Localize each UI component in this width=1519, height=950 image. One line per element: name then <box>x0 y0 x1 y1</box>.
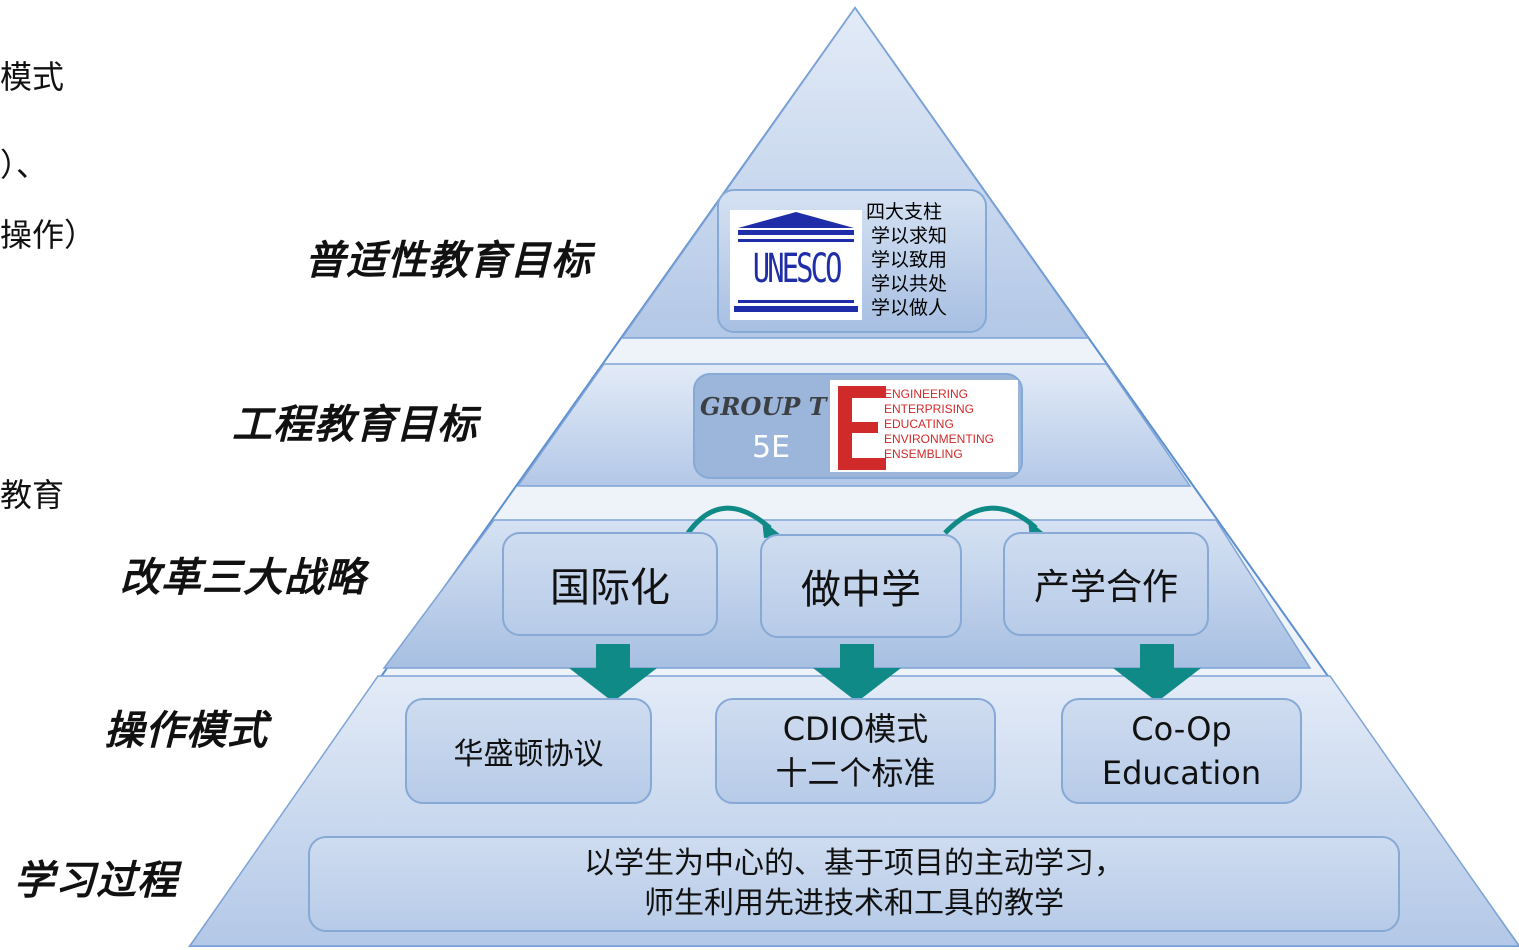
down-arrow-1 <box>569 644 657 702</box>
unesco-pillars: 四大支柱 学以求知 学以致用 学以共处 学以做人 <box>866 200 966 320</box>
group-t-5e-words: ENGINEERING ENTERPRISING EDUCATING ENVIR… <box>884 387 994 462</box>
pillar-item: 学以共处 <box>871 273 948 295</box>
down-arrow-2 <box>813 644 901 702</box>
group-t-5e-label: 5E <box>752 430 791 465</box>
mode-box-co-op: Co-Op Education <box>1061 698 1302 804</box>
large-e-icon <box>838 386 886 470</box>
strategy-label: 产学合作 <box>1033 567 1178 608</box>
unesco-logo: UNESCO <box>730 210 862 320</box>
side-fragment-4: 教育 <box>0 476 65 514</box>
mode-label-line: 十二个标准 <box>775 754 936 792</box>
curved-arrow-1-head <box>762 520 782 538</box>
curved-arrow-1 <box>685 505 772 535</box>
side-fragment-2: ）、 <box>0 146 49 184</box>
5e-word: ENSEMBLING <box>884 447 963 461</box>
mode-box-cdio: CDIO模式 十二个标准 <box>715 698 996 804</box>
5e-word: ENGINEERING <box>884 387 969 401</box>
mode-label-line: CDIO模式 <box>782 710 929 748</box>
side-fragment-3: 操作） <box>0 216 97 254</box>
learning-line: 以学生为中心的、基于项目的主动学习， <box>584 846 1124 881</box>
pillar-item: 学以求知 <box>871 225 948 247</box>
pillars-heading: 四大支柱 <box>866 201 943 223</box>
pillar-item: 学以做人 <box>871 297 948 319</box>
mode-label: 华盛顿协议 <box>453 737 604 772</box>
strategy-box-industry-cooperation: 产学合作 <box>1003 532 1209 636</box>
strategy-label: 国际化 <box>550 565 670 611</box>
5e-word: ENTERPRISING <box>884 402 975 416</box>
strategy-box-internationalization: 国际化 <box>502 532 718 636</box>
pillar-item: 学以致用 <box>871 249 948 271</box>
mode-label-line: Education <box>1101 754 1262 792</box>
level-label-strategies: 改革三大战略 <box>120 555 366 601</box>
curved-arrow-2 <box>943 505 1038 535</box>
unesco-temple-icon <box>734 212 858 312</box>
unesco-wordmark: UNESCO <box>752 246 843 292</box>
mode-box-washington-accord: 华盛顿协议 <box>405 698 652 804</box>
strategy-label: 做中学 <box>801 567 921 613</box>
strategy-box-learning-by-doing: 做中学 <box>760 534 962 638</box>
learning-process-box: 以学生为中心的、基于项目的主动学习， 师生利用先进技术和工具的教学 <box>308 836 1400 932</box>
level-label-general: 普适性教育目标 <box>305 238 592 284</box>
5e-word: EDUCATING <box>884 417 954 431</box>
side-fragment-1: 模式 <box>0 58 65 96</box>
level-label-engineering: 工程教育目标 <box>232 402 478 448</box>
mode-label-line: Co-Op <box>1131 710 1232 748</box>
level-label-learning: 学习过程 <box>14 858 178 904</box>
group-t-wordmark: GROUP T <box>700 392 827 421</box>
down-arrow-3 <box>1113 644 1201 702</box>
5e-word: ENVIRONMENTING <box>884 432 995 446</box>
learning-line: 师生利用先进技术和工具的教学 <box>644 886 1064 921</box>
level-label-operations: 操作模式 <box>104 708 268 754</box>
group-t-e-logo <box>830 380 1018 472</box>
